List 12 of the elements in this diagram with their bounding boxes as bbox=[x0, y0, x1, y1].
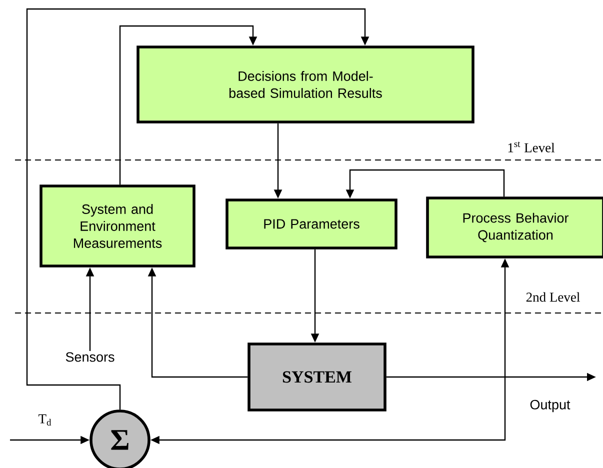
system-box: SYSTEM bbox=[248, 342, 386, 412]
edge-label: Output bbox=[530, 400, 570, 412]
level-label: 1$^{st}$ Level bbox=[508, 142, 555, 152]
process-box: Decisions from Model-based Simulation Results bbox=[136, 46, 474, 124]
process-box: PID Parameters bbox=[226, 198, 398, 250]
edge-label: T$_{d}$ bbox=[38, 414, 52, 426]
process-box: Process Behavior Quantization bbox=[426, 196, 603, 258]
input-label: Sensors bbox=[66, 352, 114, 362]
arrow bbox=[26, 8, 370, 410]
arrow bbox=[119, 25, 258, 185]
process-box: System and Environment Measurements bbox=[40, 184, 196, 268]
level-label: 2nd Level bbox=[526, 292, 580, 302]
